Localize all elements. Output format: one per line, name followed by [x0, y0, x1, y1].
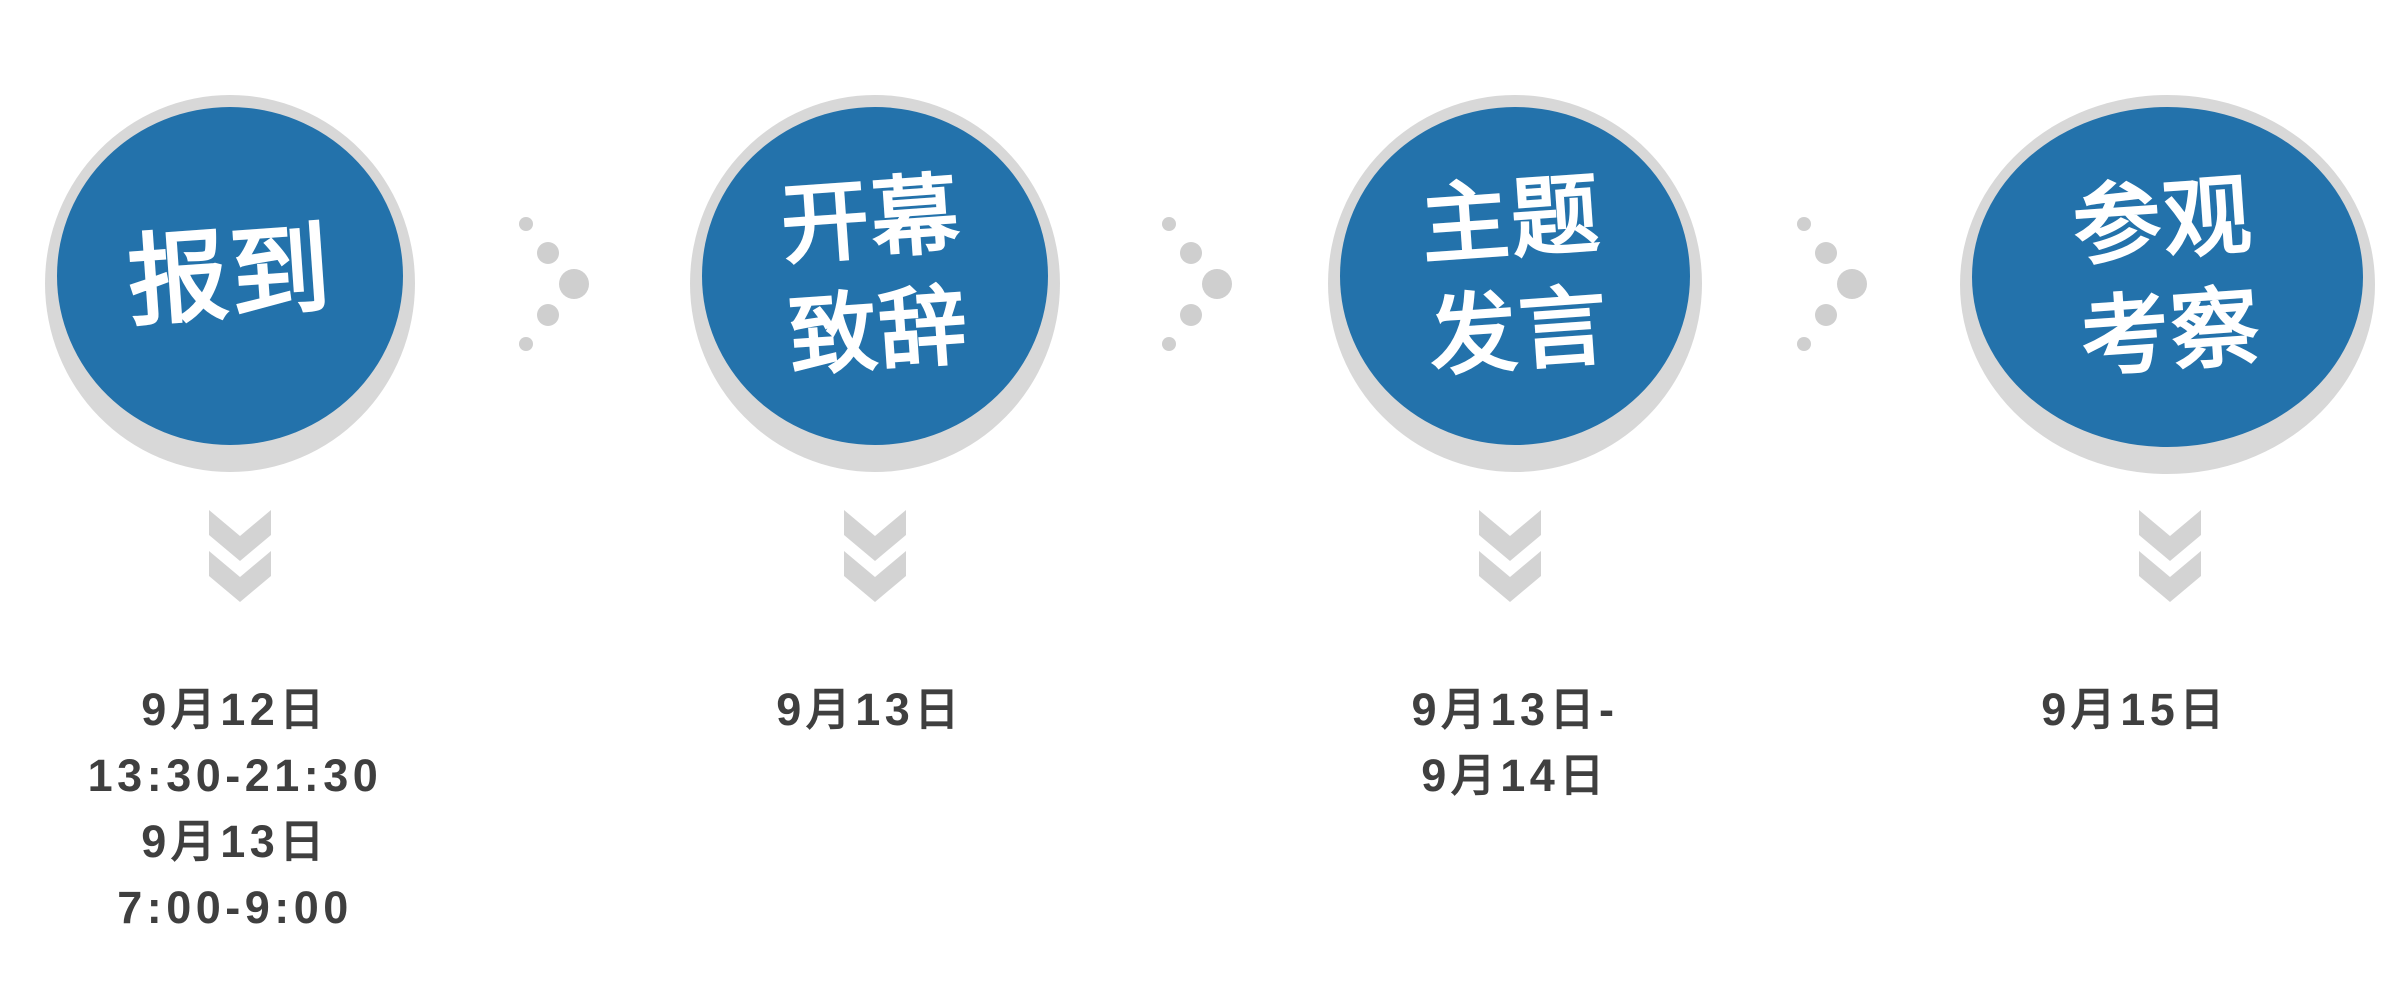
step-opening-remarks-label: 开幕 致辞	[777, 163, 973, 388]
step-keynote-speeches-dates: 9月13日- 9月14日	[1411, 684, 1619, 801]
step-site-visit-dates: 9月15日	[2041, 684, 2229, 735]
double-chevron-down-icon	[2139, 510, 2201, 602]
step-registration-circle: 报到	[45, 95, 415, 472]
step-opening-remarks-circle: 开幕 致辞	[690, 95, 1060, 472]
dots-right-arrow-icon	[1162, 217, 1232, 351]
step-keynote-speeches-label: 主题 发言	[1417, 163, 1613, 388]
dots-right-arrow-icon	[519, 217, 589, 351]
double-chevron-down-icon	[1479, 510, 1541, 602]
step-keynote-speeches-circle: 主题 发言	[1328, 95, 1702, 472]
double-chevron-down-icon	[209, 510, 271, 602]
step-opening-remarks-circle-fill: 开幕 致辞	[702, 107, 1048, 445]
step-site-visit-circle-fill: 参观 考察	[1972, 107, 2363, 447]
step-opening-remarks-dates: 9月13日	[776, 684, 964, 735]
dots-right-arrow-icon	[1797, 217, 1867, 351]
double-chevron-down-icon	[844, 510, 906, 602]
step-site-visit-circle: 参观 考察	[1960, 95, 2375, 474]
step-registration-label: 报到	[124, 213, 336, 339]
step-registration-circle-fill: 报到	[57, 107, 403, 445]
step-site-visit-label: 参观 考察	[2070, 164, 2265, 389]
step-registration-dates: 9月12日 13:30-21:30 9月13日 7:00-9:00	[87, 684, 383, 933]
step-keynote-speeches-circle-fill: 主题 发言	[1340, 107, 1690, 445]
